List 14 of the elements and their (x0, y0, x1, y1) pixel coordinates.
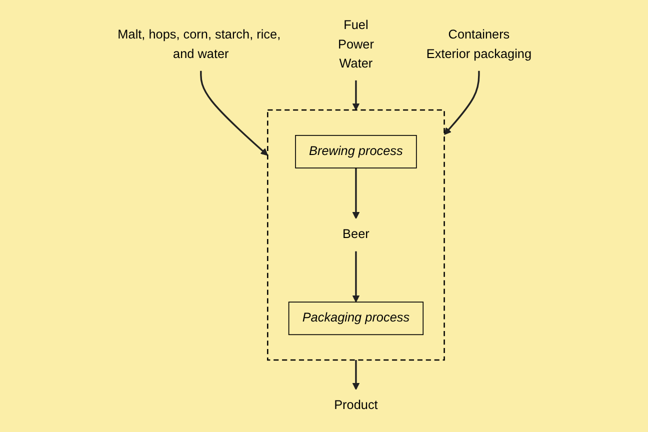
cluster (267, 109, 445, 361)
arrow (200, 70, 268, 156)
arrow (352, 251, 360, 302)
node-text: Containers Exterior packaging (426, 28, 532, 62)
arrow (352, 168, 360, 220)
node-text: Beer (342, 227, 370, 242)
node-box: Packaging process (288, 302, 424, 336)
node-text: Product (334, 398, 378, 412)
node-text: Malt, hops, corn, starch, rice, and water (118, 28, 281, 62)
arrow (352, 80, 360, 110)
arrow (444, 70, 480, 135)
node-box: Brewing process (295, 134, 417, 168)
arrow (352, 360, 360, 390)
node-text: Fuel Power Water (338, 18, 374, 71)
